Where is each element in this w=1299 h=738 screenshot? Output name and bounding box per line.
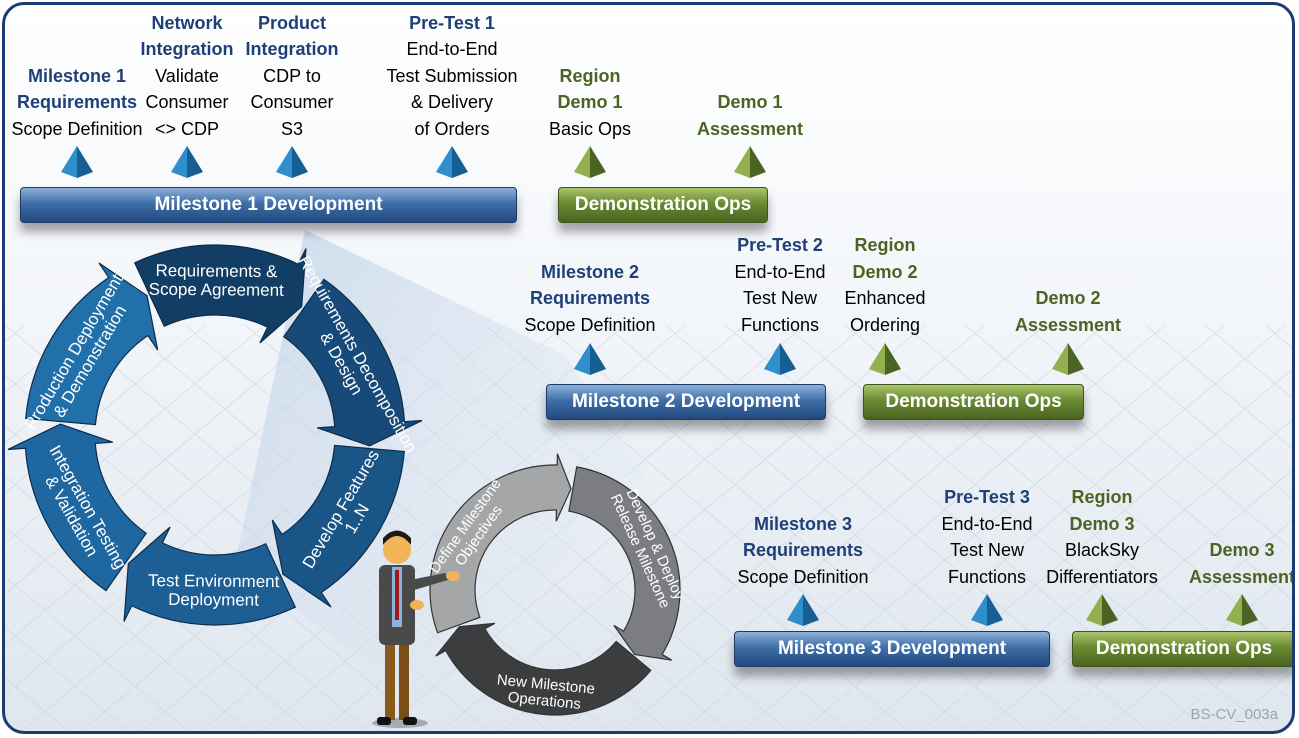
event-description: Test New xyxy=(949,540,1025,560)
milestone-event-label: Demo 3 Assessment xyxy=(1188,537,1295,590)
event-description: of Orders xyxy=(414,118,490,139)
event-description: BlackSky xyxy=(1064,540,1140,560)
event-title: Demo 1 xyxy=(717,92,783,112)
event-title: Requirements xyxy=(742,540,864,560)
cycle-arrow-segment xyxy=(7,423,148,592)
event-description: Ordering xyxy=(849,314,921,335)
event-title: Assessment xyxy=(696,118,804,139)
event-title: Pre-Test 3 xyxy=(944,487,1030,507)
demo-pyramid-icon xyxy=(1226,594,1258,626)
demo-pyramid-icon xyxy=(1052,343,1084,375)
event-title: Milestone 3 xyxy=(753,513,853,534)
event-description: Functions xyxy=(740,314,820,335)
event-description: CDP to xyxy=(263,65,321,86)
event-title: Assessment xyxy=(1188,566,1295,587)
milestone-pyramid-icon xyxy=(574,343,606,375)
event-title: Integration xyxy=(245,39,339,59)
event-title: Region xyxy=(559,65,621,86)
event-title: Demo 2 xyxy=(852,261,918,282)
milestone-pyramid-icon xyxy=(764,343,796,375)
event-description: End-to-End xyxy=(406,39,498,59)
development-phase-bar: Milestone 1 Development xyxy=(20,187,517,223)
milestone-event-label: Demo 2 Assessment xyxy=(1015,285,1121,338)
milestone-pyramid-icon xyxy=(436,146,468,178)
event-description: Test New xyxy=(742,288,818,308)
event-title: Milestone 1 xyxy=(27,65,127,86)
demo-pyramid-icon xyxy=(869,343,901,375)
cycle-arrow-segment xyxy=(429,453,572,634)
event-title: Region xyxy=(1071,487,1133,507)
event-title: Demo 3 xyxy=(1069,513,1135,534)
presenter-figure xyxy=(372,530,460,728)
event-description: Basic Ops xyxy=(548,118,632,139)
cycle-arrow-segment xyxy=(435,622,652,716)
document-id: BS-CV_003a xyxy=(1190,706,1278,723)
event-description: Test Submission xyxy=(386,65,518,86)
milestone-pyramid-icon xyxy=(787,594,819,626)
event-title: Network xyxy=(151,12,223,33)
event-title: Milestone 2 xyxy=(540,261,640,282)
event-description: & Delivery xyxy=(410,92,494,112)
event-title: Integration xyxy=(140,39,234,59)
event-title: Demo 3 xyxy=(1209,540,1275,560)
milestone-pyramid-icon xyxy=(171,146,203,178)
milestone-event-label: Demo 1 Assessment xyxy=(697,89,803,142)
demonstration-ops-bar: Demonstration Ops xyxy=(558,187,768,223)
event-title: Region xyxy=(854,235,916,255)
cycle-arrow-segment xyxy=(133,244,307,344)
demo-pyramid-icon xyxy=(734,146,766,178)
event-description: End-to-End xyxy=(734,261,826,282)
demonstration-ops-bar: Demonstration Ops xyxy=(1072,631,1292,667)
event-title: Requirements xyxy=(16,92,138,112)
cycle-arrow-segment xyxy=(25,262,159,426)
cycle-step-label: Requirements &Scope Agreement xyxy=(149,261,285,300)
event-description: S3 xyxy=(280,118,304,139)
event-title: Product xyxy=(257,12,326,33)
cycle-arrow-segment xyxy=(271,444,405,608)
event-title: Assessment xyxy=(1014,314,1122,335)
event-description: Scope Definition xyxy=(11,118,143,139)
demonstration-ops-bar: Demonstration Ops xyxy=(863,384,1084,420)
event-title: Requirements xyxy=(529,288,651,308)
event-description: Scope Definition xyxy=(524,314,656,335)
event-description: Consumer xyxy=(250,92,334,112)
cycle-arrow-segment xyxy=(568,466,681,661)
event-description: Scope Definition xyxy=(737,566,869,587)
milestone-pyramid-icon xyxy=(971,594,1003,626)
event-description: End-to-End xyxy=(941,513,1033,534)
event-title: Demo 1 xyxy=(557,92,623,112)
event-description: <> CDP xyxy=(154,118,220,139)
event-description: Validate xyxy=(155,65,219,86)
event-title: Pre-Test 2 xyxy=(737,235,823,255)
cycle-arrow-segment xyxy=(123,526,297,626)
event-description: Consumer xyxy=(145,92,229,112)
event-title: Demo 2 xyxy=(1035,288,1101,308)
cycle-arrow-segment xyxy=(282,278,423,447)
event-description: Enhanced xyxy=(844,288,926,308)
demo-pyramid-icon xyxy=(574,146,606,178)
event-description: Differentiators xyxy=(1046,566,1158,587)
event-description: Functions xyxy=(947,566,1027,587)
demo-pyramid-icon xyxy=(1086,594,1118,626)
development-phase-bar: Milestone 2 Development xyxy=(546,384,826,420)
development-phase-bar: Milestone 3 Development xyxy=(734,631,1050,667)
milestone-pyramid-icon xyxy=(61,146,93,178)
milestone-pyramid-icon xyxy=(276,146,308,178)
event-title: Pre-Test 1 xyxy=(409,12,495,33)
